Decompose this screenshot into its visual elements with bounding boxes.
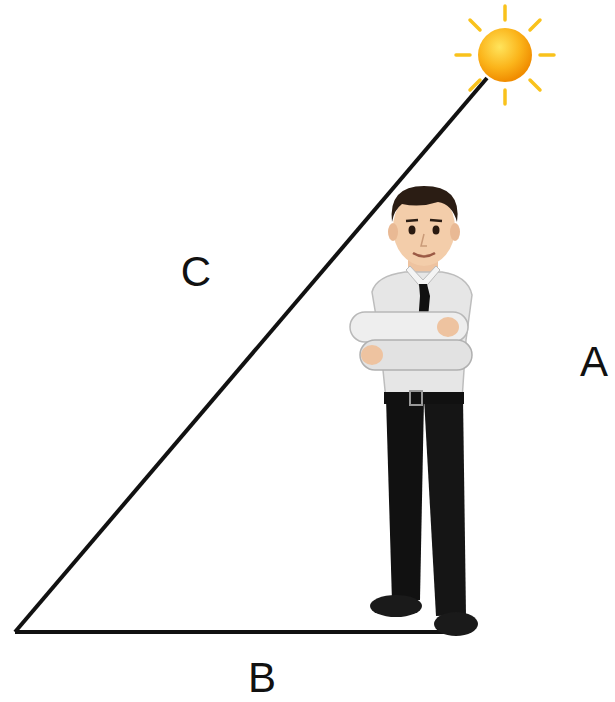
- person-figure: [350, 186, 478, 636]
- sun-icon: [456, 6, 554, 104]
- side-label: C: [181, 251, 211, 293]
- shadow-line: [15, 630, 464, 634]
- side-label: B: [248, 657, 276, 699]
- sun-ray-line: [15, 78, 487, 632]
- side-label: A: [580, 341, 608, 383]
